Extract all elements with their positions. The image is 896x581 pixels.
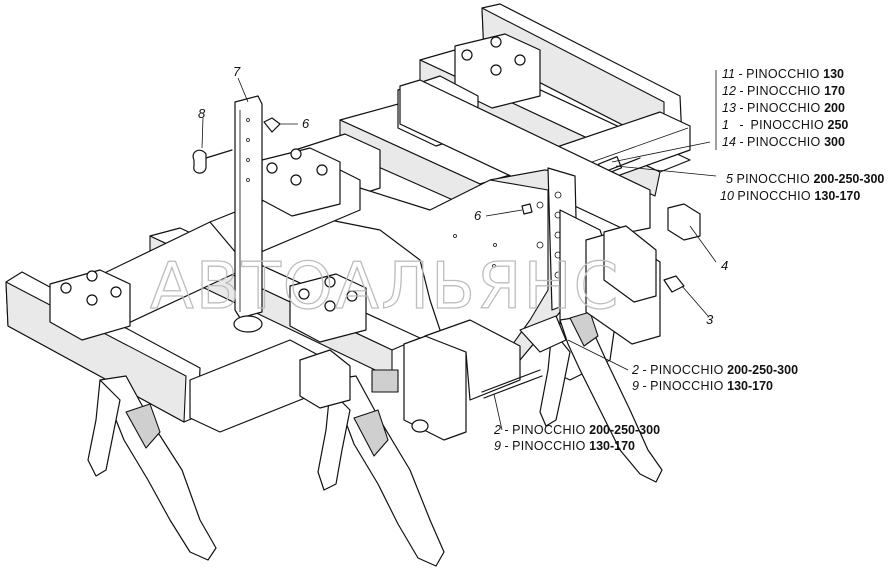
bolt-head <box>490 64 502 76</box>
watermark-text: АВТОАЛЬЯНС <box>150 250 620 324</box>
legend-row: 13 - PINOCCHIO 200 <box>722 101 845 115</box>
shank-mount-right <box>519 315 567 353</box>
mast <box>192 95 281 333</box>
shank-mount-mid <box>299 349 351 409</box>
callout-3: 3 <box>706 312 714 327</box>
clip-6 <box>521 203 533 215</box>
tine-foot-mid <box>317 389 351 491</box>
legend-row: 11 - PINOCCHIO 130 <box>722 67 844 81</box>
side-plates <box>411 203 701 433</box>
tines <box>87 311 663 567</box>
tine-point-right <box>569 311 599 347</box>
label-5-10: 5 PINOCCHIO 200-250-300 10 PINOCCHIO 130… <box>720 172 884 203</box>
clip-3 <box>663 275 685 293</box>
tube-opening <box>371 369 399 393</box>
label-9-right: 9 - PINOCCHIO 130-170 <box>632 379 773 393</box>
side-plate-long <box>399 79 651 233</box>
label-10: 10 PINOCCHIO 130-170 <box>720 189 860 203</box>
side-plate-right-2 <box>603 225 657 303</box>
wear-block-4 <box>667 203 701 241</box>
callout-4: 4 <box>721 258 728 273</box>
lynch-pin-ring <box>411 419 429 433</box>
tine-foot-right <box>539 329 571 427</box>
label-5: 5 PINOCCHIO 200-250-300 <box>726 172 884 186</box>
bolt-head <box>461 49 473 61</box>
svg-text:14 - PINOCCHIO 300: 14 - PINOCCHIO 300 <box>722 135 845 149</box>
tine-point-mid <box>353 409 389 457</box>
callout-6-upper: 6 <box>302 116 310 131</box>
rear-frame <box>419 3 691 197</box>
label-9-bottom: 9 - PINOCCHIO 130-170 <box>494 439 635 453</box>
tine-point-left <box>125 403 161 449</box>
svg-text:1 - PINOCCHIO 250: 1 - PINOCCHIO 250 <box>722 118 848 132</box>
mast-post-7 <box>234 95 263 319</box>
label-2-right: 2 - PINOCCHIO 200-250-300 <box>631 363 798 377</box>
callout-8: 8 <box>198 106 206 121</box>
leader-lines <box>201 70 717 431</box>
tine-foot-left <box>87 379 121 477</box>
lynch-pin-8 <box>192 149 207 174</box>
label-2-9-right: 2 - PINOCCHIO 200-250-300 9 - PINOCCHIO … <box>631 363 798 393</box>
svg-text:12 - PINOCCHIO 170: 12 - PINOCCHIO 170 <box>722 84 845 98</box>
legend-row: 1 - PINOCCHIO 250 <box>722 118 848 132</box>
svg-text:11 - PINOCCHIO 130: 11 - PINOCCHIO 130 <box>722 67 844 81</box>
callout-7: 7 <box>233 64 241 79</box>
legend-row: 14 - PINOCCHIO 300 <box>722 135 845 149</box>
callout-6-plate: 6 <box>474 208 482 223</box>
label-2-9-bottom: 2 - PINOCCHIO 200-250-300 9 - PINOCCHIO … <box>493 423 660 453</box>
mast-base <box>233 315 263 333</box>
tine-shank-right <box>559 315 663 483</box>
svg-text:13 - PINOCCHIO 200: 13 - PINOCCHIO 200 <box>722 101 845 115</box>
front-tube-right <box>424 319 521 401</box>
bolt-head <box>514 54 526 66</box>
legend-row: 12 - PINOCCHIO 170 <box>722 84 845 98</box>
legend-top: 11 - PINOCCHIO 130 12 - PINOCCHIO 170 13… <box>722 67 848 149</box>
label-2-bottom: 2 - PINOCCHIO 200-250-300 <box>493 423 660 437</box>
clip-6-upper <box>263 117 281 133</box>
bolt-head <box>490 36 502 48</box>
front-frame <box>5 147 543 441</box>
